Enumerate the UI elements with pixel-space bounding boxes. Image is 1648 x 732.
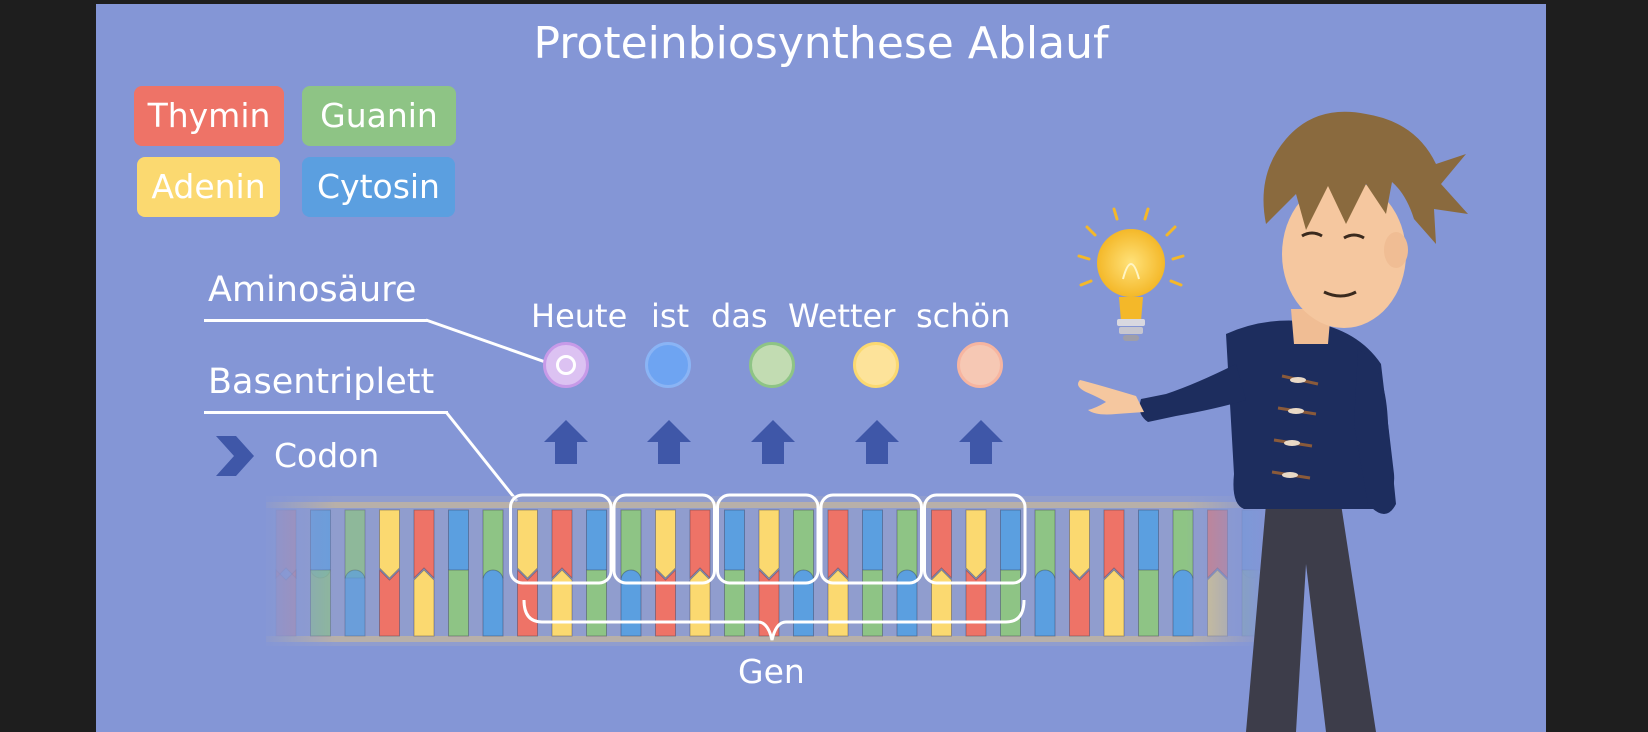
legend-label: Thymin bbox=[147, 96, 271, 135]
base-bottom bbox=[1138, 569, 1159, 637]
base-top bbox=[1069, 509, 1090, 579]
base-top bbox=[1000, 509, 1021, 579]
aminosaeure-pointer bbox=[425, 318, 552, 366]
arrow-up-icon bbox=[751, 420, 795, 464]
chevron-right-icon bbox=[216, 436, 254, 476]
amino-circle bbox=[645, 342, 691, 388]
base-bottom bbox=[724, 569, 745, 637]
word-ist: ist bbox=[651, 297, 690, 335]
word-schoen: schön bbox=[916, 297, 1011, 335]
base-top bbox=[896, 509, 918, 579]
legend-label: Adenin bbox=[151, 167, 266, 206]
codon-label: Codon bbox=[274, 436, 380, 475]
base-bottom bbox=[379, 568, 400, 637]
base-bottom bbox=[827, 569, 849, 637]
base-top bbox=[448, 509, 469, 579]
arrow-up-icon bbox=[855, 420, 899, 464]
base-bottom bbox=[793, 569, 814, 637]
basentriplett-underline bbox=[204, 411, 448, 414]
codon-frame bbox=[716, 493, 820, 585]
gen-label: Gen bbox=[738, 652, 805, 691]
legend-chip-guanin: Guanin bbox=[302, 86, 456, 146]
base-top bbox=[551, 509, 573, 580]
fade-left bbox=[256, 492, 336, 652]
basentriplett-pointer bbox=[444, 411, 519, 502]
codon-frame bbox=[923, 493, 1027, 585]
base-top bbox=[655, 509, 676, 579]
base-top bbox=[379, 509, 400, 579]
dna-rail bbox=[266, 502, 1256, 508]
base-bottom bbox=[1000, 569, 1021, 637]
word-heute: Heute bbox=[531, 297, 628, 335]
aminosaeure-underline bbox=[204, 319, 428, 322]
base-bottom bbox=[896, 569, 918, 637]
base-top bbox=[1138, 509, 1159, 579]
base-bottom bbox=[758, 568, 780, 637]
base-bottom bbox=[482, 569, 504, 637]
slide: Proteinbiosynthese Ablauf Thymin Guanin … bbox=[96, 4, 1546, 732]
aminosaeure-label: Aminosäure bbox=[208, 270, 417, 310]
codon-frame bbox=[612, 493, 716, 585]
amino-circle bbox=[749, 342, 795, 388]
up-arrows bbox=[544, 420, 1003, 464]
base-bottom bbox=[448, 569, 469, 637]
base-bottom bbox=[1034, 569, 1056, 637]
base-top bbox=[793, 509, 814, 579]
base-top bbox=[689, 509, 711, 580]
base-bottom bbox=[965, 568, 987, 637]
fade-right bbox=[1186, 492, 1266, 652]
base-bottom bbox=[551, 569, 573, 637]
base-bottom bbox=[689, 569, 711, 637]
dna-rail bbox=[266, 636, 1256, 642]
arrow-up-icon bbox=[544, 420, 588, 464]
gen-brace bbox=[522, 599, 1026, 641]
base-top bbox=[827, 509, 849, 580]
codon-frame bbox=[509, 493, 613, 585]
legend-chip-cytosin: Cytosin bbox=[302, 157, 455, 217]
base-top bbox=[931, 509, 952, 580]
base-top bbox=[413, 509, 435, 580]
base-top bbox=[517, 509, 538, 579]
base-top bbox=[620, 509, 642, 579]
legend-label: Cytosin bbox=[317, 167, 440, 206]
base-bottom bbox=[620, 569, 642, 637]
base-top bbox=[586, 509, 607, 579]
base-bottom bbox=[1069, 568, 1090, 637]
base-bottom bbox=[655, 568, 676, 637]
base-bottom bbox=[931, 569, 952, 637]
basentriplett-label: Basentriplett bbox=[208, 362, 435, 402]
lightbulb-icon bbox=[1077, 207, 1185, 341]
word-das: das bbox=[711, 297, 768, 335]
arrow-up-icon bbox=[959, 420, 1003, 464]
legend-chip-thymin: Thymin bbox=[134, 86, 284, 146]
base-bottom bbox=[344, 569, 366, 637]
amino-circle bbox=[957, 342, 1003, 388]
codon-frame bbox=[819, 493, 923, 585]
word-wetter: Wetter bbox=[788, 297, 896, 335]
diagram bbox=[216, 111, 1468, 732]
base-top bbox=[965, 509, 987, 579]
base-top bbox=[482, 509, 504, 579]
base-bottom bbox=[1103, 569, 1125, 637]
codon-frames bbox=[509, 493, 1027, 585]
arrow-up-icon bbox=[647, 420, 691, 464]
base-top bbox=[862, 509, 883, 579]
page-title: Proteinbiosynthese Ablauf bbox=[533, 18, 1109, 69]
base-bottom bbox=[862, 569, 883, 637]
amino-selection-ring bbox=[556, 355, 576, 375]
amino-circle bbox=[853, 342, 899, 388]
base-bottom bbox=[413, 569, 435, 637]
base-top bbox=[758, 509, 780, 579]
person-illustration bbox=[1078, 111, 1468, 732]
base-bottom bbox=[517, 568, 538, 637]
amino-circle bbox=[543, 342, 589, 388]
legend-label: Guanin bbox=[320, 96, 438, 135]
base-top bbox=[1034, 509, 1056, 579]
base-bottom bbox=[586, 569, 607, 637]
legend-chip-adenin: Adenin bbox=[137, 157, 280, 217]
base-top bbox=[344, 509, 366, 579]
base-top bbox=[1103, 509, 1125, 580]
base-top bbox=[724, 509, 745, 579]
